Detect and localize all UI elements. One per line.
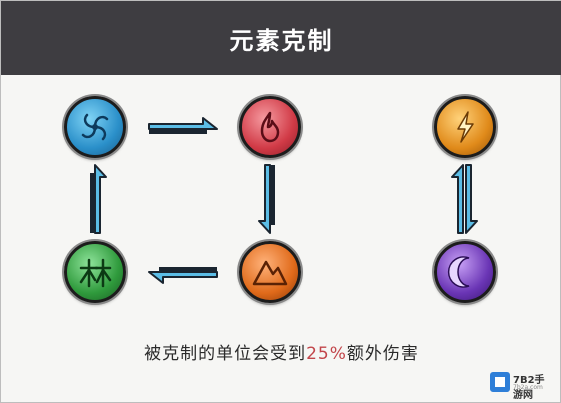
crescent-moon-icon (447, 256, 470, 288)
watermark-url: 7b2a.com (513, 384, 543, 391)
fire-element-orb (239, 96, 301, 158)
site-watermark: 7B2手游网 7b2a.com (490, 368, 554, 401)
watermark-logo-icon (490, 372, 510, 392)
earth-element-orb (239, 241, 301, 303)
wind-element-orb (64, 96, 126, 158)
mountain-icon (252, 260, 288, 286)
lightning-icon (457, 111, 474, 143)
thunder-element-orb (434, 96, 496, 158)
page-title: 元素克制 (229, 26, 334, 55)
arrow-down-icon (258, 164, 275, 234)
header-bar: 元素克制 (1, 1, 561, 75)
flame-icon (260, 111, 280, 143)
arrow-right-icon (148, 117, 218, 134)
moon-element-orb (434, 241, 496, 303)
damage-percent: 25% (306, 344, 347, 364)
counter-description: 被克制的单位会受到25%额外伤害 (1, 339, 561, 364)
wood-element-orb (64, 241, 126, 303)
watermark-text: 7B2手游网 (513, 375, 545, 401)
arrow-bidirectional-icon (451, 164, 478, 234)
caption-suffix: 额外伤害 (346, 344, 419, 364)
caption-prefix: 被克制的单位会受到 (144, 344, 307, 364)
swirl-icon (81, 113, 109, 141)
forest-icon (79, 258, 112, 288)
arrow-left-icon (148, 267, 218, 284)
arrow-up-icon (90, 164, 107, 234)
